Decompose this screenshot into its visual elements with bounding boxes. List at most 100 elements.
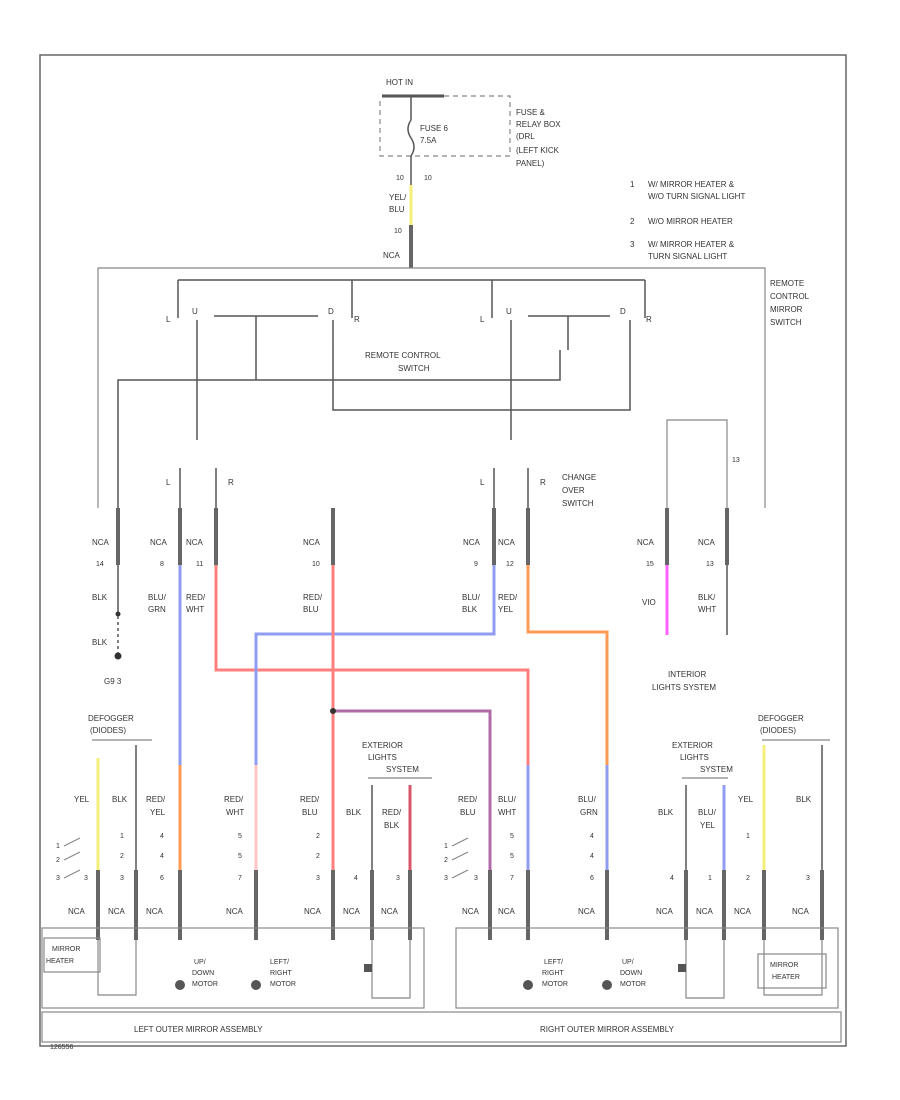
changeover-3: SWITCH bbox=[562, 499, 594, 508]
sw2-L: L bbox=[480, 315, 485, 324]
rp-y-2: 2 bbox=[746, 875, 750, 882]
left-updown-1: UP/ bbox=[194, 959, 206, 966]
nca-b14: NCA bbox=[792, 907, 810, 916]
rp-bk-4: 4 bbox=[670, 875, 674, 882]
ground-point bbox=[114, 652, 122, 660]
lp-yel-3: 3 bbox=[84, 875, 88, 882]
interior-switch-pin: 13 bbox=[732, 457, 740, 464]
sw2-R: R bbox=[646, 315, 652, 324]
rp-rb-3: 3 bbox=[474, 875, 478, 882]
rw-blu-grn-1: BLU/ bbox=[578, 795, 597, 804]
rp-bw-1: 5 bbox=[510, 833, 514, 840]
rw-blu-wht-1: BLU/ bbox=[498, 795, 517, 804]
left-leftright-3: MOTOR bbox=[270, 981, 296, 988]
sw2-D: D bbox=[620, 307, 626, 316]
term-pin-4: 10 bbox=[312, 561, 320, 568]
rp-bg-3: 6 bbox=[590, 875, 594, 882]
feed-color-2: BLU bbox=[389, 205, 405, 214]
term-color-8a: BLK/ bbox=[698, 593, 716, 602]
ground-name: G9 3 bbox=[104, 677, 122, 686]
legend-text-3a: W/ MIRROR HEATER & bbox=[648, 240, 735, 249]
lp-blk-3: 3 bbox=[120, 875, 124, 882]
lw-red-blu-2: BLU bbox=[302, 808, 318, 817]
right-ext-loop bbox=[685, 940, 725, 999]
lp-rw-2: 5 bbox=[238, 853, 242, 860]
term-color-8b: WHT bbox=[698, 605, 716, 614]
relay-box-line-5: PANEL) bbox=[516, 159, 545, 168]
lw-red-blu-1: RED/ bbox=[300, 795, 320, 804]
terminals bbox=[116, 508, 729, 565]
defogger-left-1: DEFOGGER bbox=[88, 714, 134, 723]
left-ext-loop bbox=[371, 940, 411, 999]
right-heater-2: HEATER bbox=[772, 974, 800, 981]
co1-L: L bbox=[166, 478, 171, 487]
left-mirror-heater-box bbox=[43, 937, 101, 973]
rw-blk: BLK bbox=[796, 795, 812, 804]
interior-switch-outline bbox=[666, 419, 728, 508]
nca-b7: NCA bbox=[381, 907, 399, 916]
term-nca-4: NCA bbox=[303, 538, 321, 547]
exterior-left-3: SYSTEM bbox=[386, 765, 419, 774]
left-heater-1: MIRROR bbox=[52, 946, 80, 953]
left-variant-3: 3 bbox=[56, 875, 60, 882]
remote-inner-line-b bbox=[332, 320, 631, 411]
exterior-right-3: SYSTEM bbox=[700, 765, 733, 774]
term-color-6b: YEL bbox=[498, 605, 514, 614]
nca-b5: NCA bbox=[304, 907, 322, 916]
left-mirror-assembly bbox=[41, 927, 425, 1009]
wire-red-wht-left bbox=[214, 565, 530, 765]
sw1-U: U bbox=[192, 307, 198, 316]
rw-red-blu-2: BLU bbox=[460, 808, 476, 817]
co1-R: R bbox=[228, 478, 234, 487]
term-pin-5: 9 bbox=[474, 561, 478, 568]
lw-red-yel-1: RED/ bbox=[146, 795, 166, 804]
co2-R: R bbox=[540, 478, 546, 487]
right-leftright-1: LEFT/ bbox=[544, 959, 563, 966]
rp-bg-2: 4 bbox=[590, 853, 594, 860]
left-updown-3: MOTOR bbox=[192, 981, 218, 988]
term-color-6a: RED/ bbox=[498, 593, 518, 602]
nca-b11: NCA bbox=[656, 907, 674, 916]
lp-ry-3: 6 bbox=[160, 875, 164, 882]
lp-rb-1: 2 bbox=[316, 833, 320, 840]
term-color-5b: BLK bbox=[462, 605, 478, 614]
right-variant-3: 3 bbox=[444, 875, 448, 882]
left-assembly-label: LEFT OUTER MIRROR ASSEMBLY bbox=[134, 1025, 263, 1034]
wire-blu-blk bbox=[254, 565, 496, 765]
sw2-U: U bbox=[506, 307, 512, 316]
exterior-right-1: EXTERIOR bbox=[672, 741, 713, 750]
remote-side-4: SWITCH bbox=[770, 318, 802, 327]
lw-red-blk-1: RED/ bbox=[382, 808, 402, 817]
exterior-left-2: LIGHTS bbox=[368, 753, 397, 762]
term-nca-2: NCA bbox=[150, 538, 168, 547]
legend-num-3: 3 bbox=[630, 240, 635, 249]
term-nca-1: NCA bbox=[92, 538, 110, 547]
term-color-3a: RED/ bbox=[186, 593, 206, 602]
left-updown-2: DOWN bbox=[192, 970, 214, 977]
fuse-symbol bbox=[407, 119, 415, 157]
feed-nca: NCA bbox=[383, 251, 401, 260]
lp-rb-3: 3 bbox=[316, 875, 320, 882]
nca-b10: NCA bbox=[578, 907, 596, 916]
right-variant-1: 1 bbox=[444, 843, 448, 850]
legend-num-2: 2 bbox=[630, 217, 635, 226]
term-color-5a: BLU/ bbox=[462, 593, 481, 602]
rp-bw-2: 5 bbox=[510, 853, 514, 860]
lp-ry-1: 4 bbox=[160, 833, 164, 840]
lw-red-yel-2: YEL bbox=[150, 808, 166, 817]
rw-yel: YEL bbox=[738, 795, 754, 804]
remote-switch-outline bbox=[97, 267, 766, 508]
term-color-4b: BLU bbox=[303, 605, 319, 614]
term-color-1: BLK bbox=[92, 593, 108, 602]
defogger-left-2: (DIODES) bbox=[90, 726, 126, 735]
nca-b2: NCA bbox=[108, 907, 126, 916]
lw-red-blk-2: BLK bbox=[384, 821, 400, 830]
lp-rw-3: 7 bbox=[238, 875, 242, 882]
nca-b4: NCA bbox=[226, 907, 244, 916]
changeover-2: OVER bbox=[562, 486, 585, 495]
term-color-4a: RED/ bbox=[303, 593, 323, 602]
term-pin-3: 11 bbox=[196, 561, 203, 568]
left-variant-arrows bbox=[63, 837, 81, 879]
rw-blk-ext: BLK bbox=[658, 808, 674, 817]
interior-1: INTERIOR bbox=[668, 670, 706, 679]
